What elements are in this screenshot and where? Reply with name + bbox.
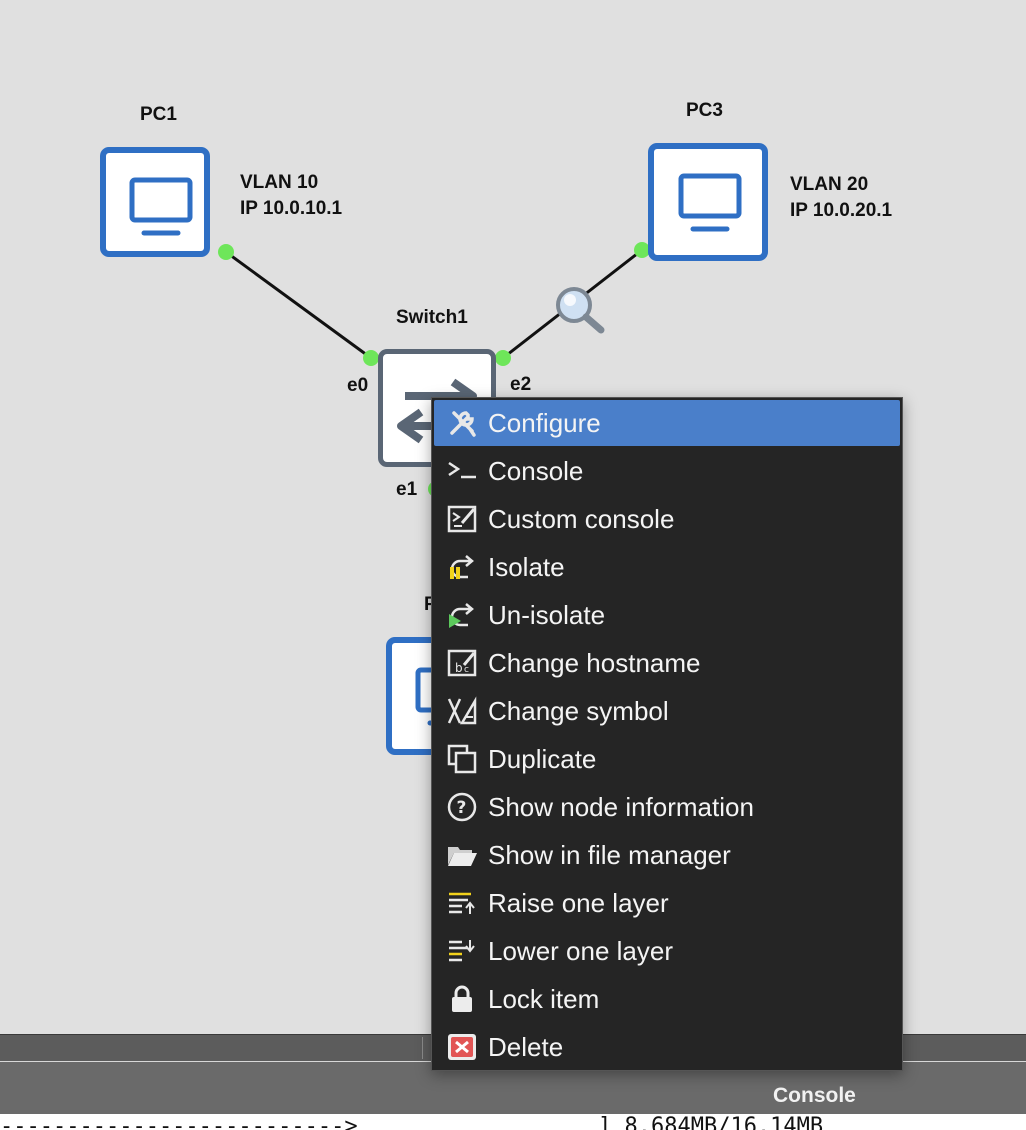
isolate-icon (446, 551, 478, 583)
menu-item-label: Raise one layer (488, 887, 669, 918)
menu-item-show-in-file-manager[interactable]: Show in file manager (434, 832, 900, 878)
menu-item-label: Change hostname (488, 647, 701, 678)
port-status-e0 (363, 350, 379, 366)
pc1-note: VLAN 10 IP 10.0.10.1 (240, 170, 342, 222)
menu-item-configure[interactable]: Configure (434, 400, 900, 446)
menu-item-label: Change symbol (488, 695, 669, 726)
lock-icon (446, 983, 478, 1015)
port-status-e2 (495, 350, 511, 366)
pc3-vlan: VLAN 20 (790, 174, 869, 195)
menu-item-label: Show in file manager (488, 839, 731, 870)
question-circle-icon: ? (446, 791, 478, 823)
menu-item-label: Isolate (488, 551, 565, 582)
menu-item-label: Custom console (488, 503, 675, 534)
computer-icon (678, 173, 742, 232)
packet-capture-magnifier-icon[interactable] (556, 287, 605, 334)
menu-item-raise-one-layer[interactable]: Raise one layer (434, 880, 900, 926)
pc3-label: PC3 (686, 100, 723, 121)
menu-item-un-isolate[interactable]: Un-isolate (434, 592, 900, 638)
port-label-e1: e1 (396, 479, 418, 500)
pc3-ip: IP 10.0.20.1 (790, 200, 893, 221)
computer-icon (129, 177, 193, 236)
menu-item-custom-console[interactable]: Custom console (434, 496, 900, 542)
console-output[interactable]: --------------------------> ] 8.684MB/16… (0, 1114, 1026, 1130)
menu-item-label: Configure (488, 407, 601, 438)
menu-item-delete[interactable]: Delete (434, 1024, 900, 1070)
menu-item-label: Show node information (488, 791, 754, 822)
port-label-e0: e0 (347, 375, 369, 396)
switch1-label: Switch1 (396, 307, 468, 328)
menu-item-label: Lower one layer (488, 935, 673, 966)
pc3-note: VLAN 20 IP 10.0.20.1 (790, 172, 892, 224)
menu-item-label: Lock item (488, 983, 600, 1014)
svg-text:b: b (455, 661, 463, 675)
pc3-node[interactable] (648, 143, 768, 261)
console-memory-readout: ] 8.684MB/16.14MB (598, 1114, 824, 1130)
raise-layer-icon (446, 887, 478, 919)
node-context-menu[interactable]: Configure Console Custom console Isolate… (431, 397, 903, 1071)
menu-item-console[interactable]: Console (434, 448, 900, 494)
lower-layer-icon (446, 935, 478, 967)
menu-item-duplicate[interactable]: Duplicate (434, 736, 900, 782)
menu-item-label: Console (488, 455, 584, 486)
port-status-pc3 (634, 242, 650, 258)
wrench-screwdriver-icon (446, 407, 478, 439)
pc1-ip: IP 10.0.10.1 (240, 198, 343, 219)
console-progress-line: --------------------------> (0, 1114, 358, 1130)
menu-item-lock-item[interactable]: Lock item (434, 976, 900, 1022)
menu-item-lower-one-layer[interactable]: Lower one layer (434, 928, 900, 974)
pc1-vlan: VLAN 10 (240, 172, 319, 193)
pc1-label: PC1 (140, 104, 177, 125)
menu-item-label: Un-isolate (488, 599, 606, 630)
delete-icon (446, 1031, 478, 1063)
link-pc1-switch1[interactable] (225, 250, 372, 360)
menu-item-label: Duplicate (488, 743, 597, 774)
menu-item-show-node-information[interactable]: ? Show node information (434, 784, 900, 830)
folder-open-icon (446, 839, 478, 871)
custom-console-icon (446, 503, 478, 535)
un-isolate-icon (446, 599, 478, 631)
duplicate-icon (446, 743, 478, 775)
menu-item-change-symbol[interactable]: Change symbol (434, 688, 900, 734)
pc1-node[interactable] (100, 147, 210, 257)
menu-item-isolate[interactable]: Isolate (434, 544, 900, 590)
dock-divider (422, 1037, 423, 1059)
menu-item-label: Delete (488, 1031, 564, 1062)
svg-text:c: c (464, 665, 469, 675)
port-label-e2: e2 (510, 374, 532, 395)
port-status-pc1 (218, 244, 234, 260)
svg-text:?: ? (457, 798, 467, 818)
terminal-icon (446, 455, 478, 487)
console-dock-title: Console (773, 1084, 856, 1107)
change-symbol-icon (446, 695, 478, 727)
